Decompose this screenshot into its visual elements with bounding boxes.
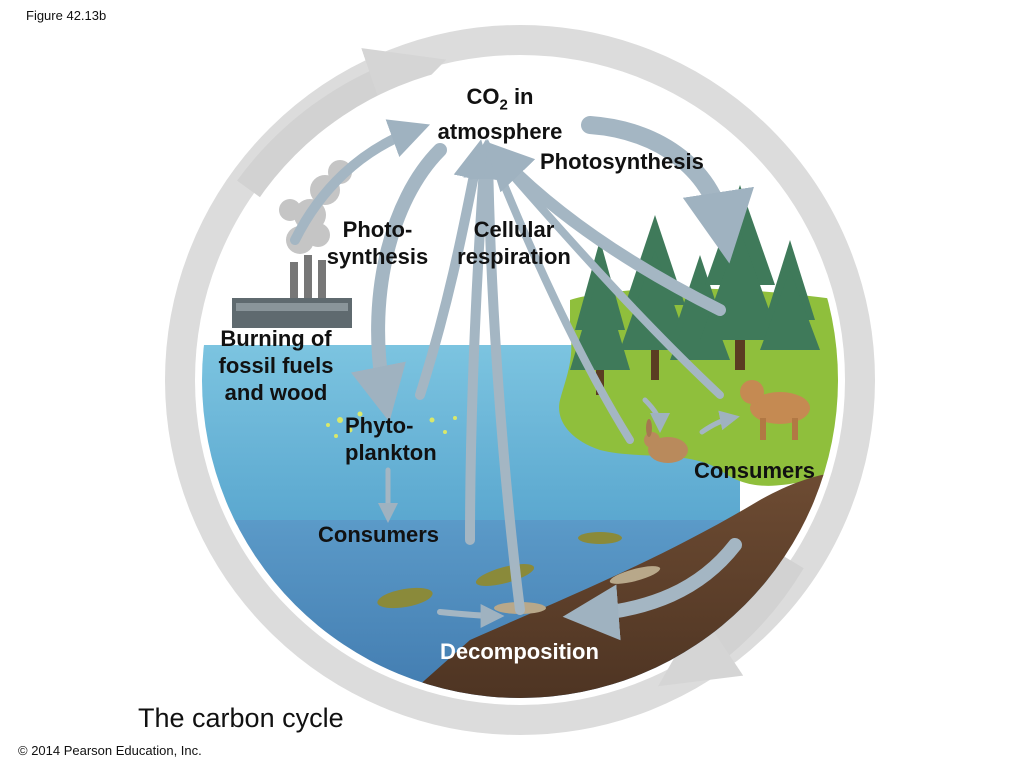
figure-label: Figure 42.13b [26,8,107,23]
carbon-flux-arrows [290,116,754,641]
respiration-line1: Cellular [473,217,555,242]
copyright-notice: © 2014 Pearson Education, Inc. [18,743,202,758]
phytoplankton-line2: plankton [345,440,437,465]
rabbit-icon [644,419,688,463]
co2-line2: atmosphere [437,119,563,145]
co2-atmosphere-label: CO2 in atmosphere [415,83,585,145]
diagram-title: The carbon cycle [138,703,344,733]
photosynthesis-land-label: Photosynthesis [540,149,704,174]
phytoplankton-line1: Phyto- [345,413,414,438]
bobcat-icon [740,380,810,440]
photosynthesis-water-line1: Photo- [342,217,413,242]
outer-cycle-ring [165,25,875,735]
photosynthesis-water-line2: synthesis [326,244,429,269]
burning-line1: Burning of [220,326,332,351]
burning-line3: and wood [224,380,328,405]
respiration-line2: respiration [457,244,571,269]
photosynthesis-water-label: Photo- synthesis [315,216,440,270]
burning-line2: fossil fuels [218,353,334,378]
cellular-respiration-label: Cellular respiration [445,216,583,270]
consumers-land-label: Consumers [694,458,816,483]
co2-prefix: CO [466,84,500,109]
decomposition-label: Decomposition [440,639,599,664]
co2-line1: CO2 in [415,83,585,118]
consumers-water-label: Consumers [318,522,440,547]
co2-subscript: 2 [499,96,508,114]
co2-suffix: in [507,84,534,109]
phytoplankton-label: Phyto- plankton [345,412,437,466]
burning-fossil-fuels-label: Burning of fossil fuels and wood [205,325,347,406]
factory-icon [232,255,352,328]
